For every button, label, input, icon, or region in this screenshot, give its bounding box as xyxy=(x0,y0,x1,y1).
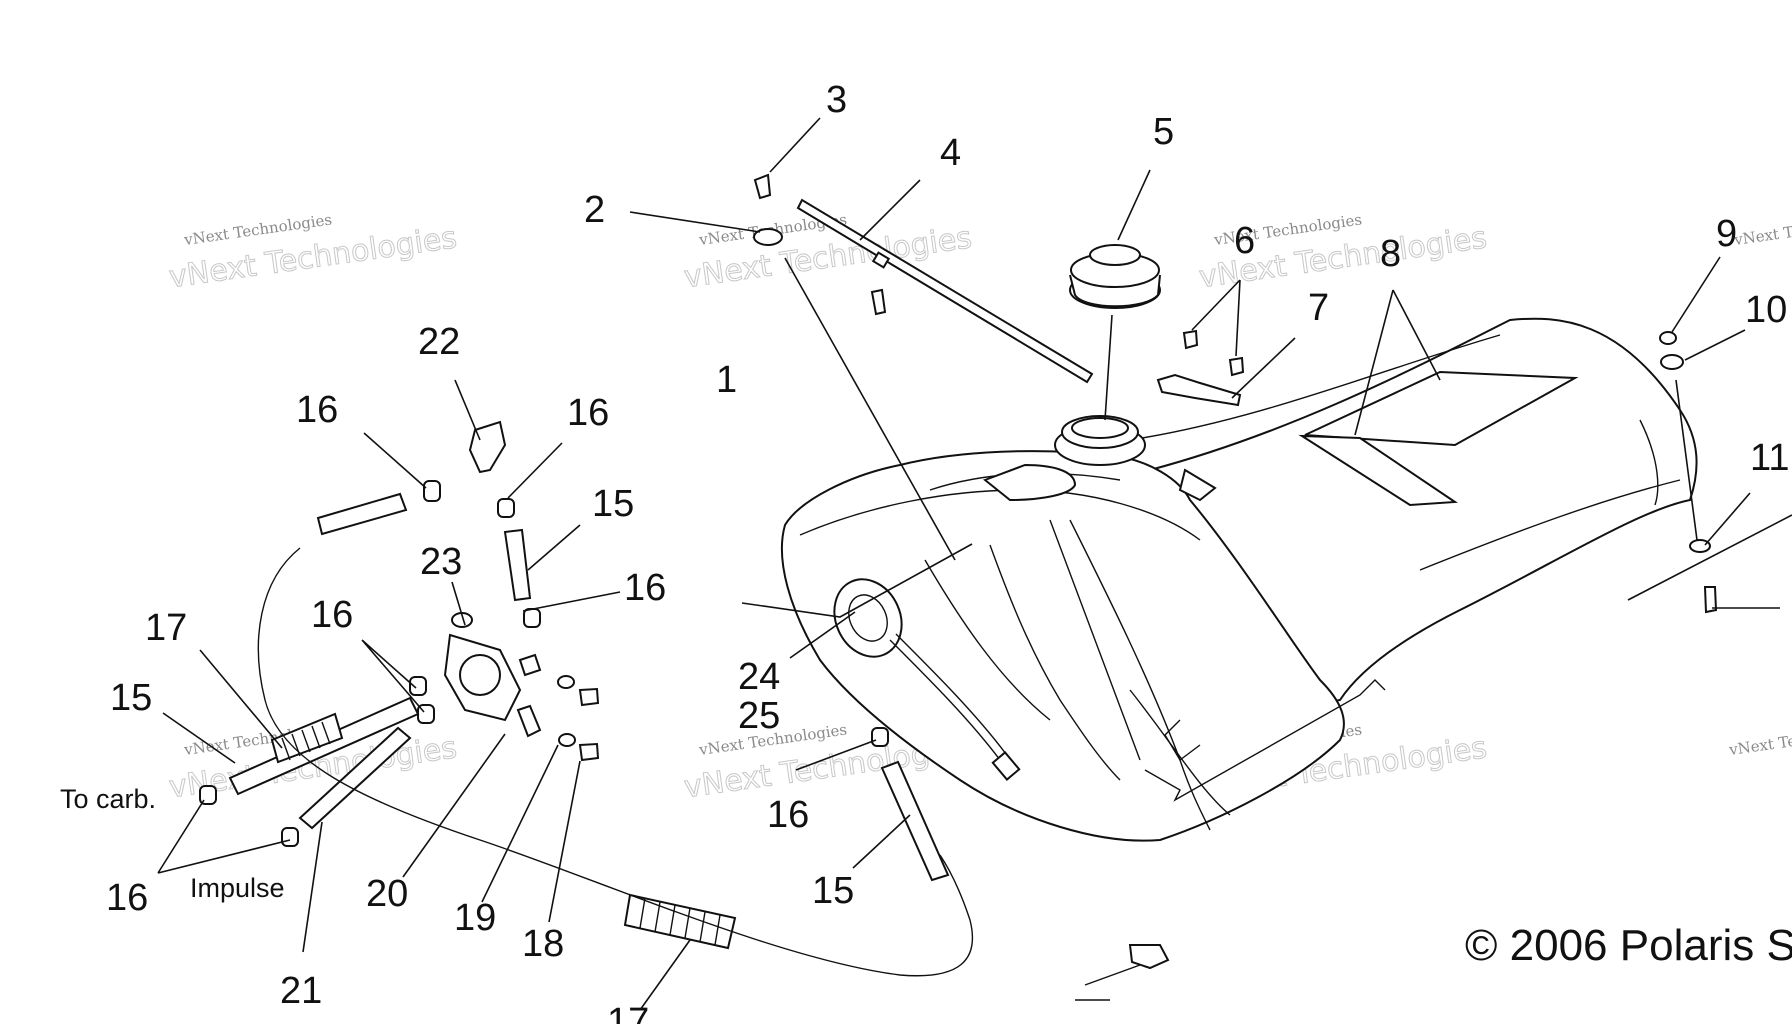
sender-flange xyxy=(833,578,903,658)
grommet xyxy=(753,228,783,246)
screw xyxy=(1182,329,1199,350)
pump-bracket xyxy=(516,704,542,738)
callout-16: 16 xyxy=(567,392,609,434)
note-impulse: Impulse xyxy=(190,873,285,903)
callout-17: 17 xyxy=(145,607,187,649)
small-parts xyxy=(199,173,1780,1001)
fuel-hose xyxy=(503,528,532,602)
decal-strip xyxy=(1298,434,1458,507)
callouts: 1 2 3 4 5 6 7 8 9 10 11 15 15 15 16 16 1… xyxy=(60,79,1792,1024)
fuel-tank xyxy=(780,317,1698,842)
screw xyxy=(1228,356,1245,377)
callout-15: 15 xyxy=(592,483,634,525)
hose-clamp xyxy=(871,727,889,747)
callout-17: 17 xyxy=(607,1001,649,1024)
callout-16: 16 xyxy=(311,594,353,636)
spring-sleeve xyxy=(623,893,737,950)
callout-21: 21 xyxy=(280,970,322,1012)
callout-9: 9 xyxy=(1716,213,1737,255)
hose-clamp xyxy=(199,785,217,805)
callout-22: 22 xyxy=(418,321,460,363)
watermark: vNext Technologies vNext Technologies xyxy=(167,210,460,295)
retainer-bracket xyxy=(1156,373,1242,407)
callout-24: 24 xyxy=(738,656,780,698)
copyright-notice: © 2006 Polaris S xyxy=(1465,921,1792,970)
svg-text:vNext Technologies: vNext Technologies xyxy=(1727,720,1792,759)
filler-cap xyxy=(1069,244,1161,309)
callout-10: 10 xyxy=(1745,289,1787,331)
hose-clamp xyxy=(409,676,427,696)
tank-body xyxy=(780,450,1345,842)
fuel-hose xyxy=(228,696,420,796)
tank-seat-section xyxy=(1148,317,1698,722)
fuel-valve xyxy=(468,420,507,474)
washer xyxy=(558,733,576,747)
callout-16: 16 xyxy=(624,567,666,609)
fuel-hose xyxy=(298,726,412,830)
callout-11: 11 xyxy=(1750,437,1789,479)
callout-19: 19 xyxy=(454,897,496,939)
vent-tube xyxy=(796,198,1094,384)
callout-8: 8 xyxy=(1380,233,1401,275)
impulse-line xyxy=(257,547,974,977)
callout-18: 18 xyxy=(522,923,564,965)
fuel-hose xyxy=(880,760,950,882)
callout-23: 23 xyxy=(420,541,462,583)
callout-3: 3 xyxy=(826,79,847,121)
bolt xyxy=(578,742,600,762)
watermark: vNext Technologies xyxy=(1727,720,1792,759)
callout-2: 2 xyxy=(584,189,605,231)
hose-clamp xyxy=(497,498,515,518)
callout-25: 25 xyxy=(738,695,780,737)
callout-16: 16 xyxy=(767,794,809,836)
washer xyxy=(1660,354,1684,370)
fuel-pump xyxy=(443,612,542,722)
callout-15: 15 xyxy=(110,677,152,719)
callout-5: 5 xyxy=(1153,111,1174,153)
vent-fitting xyxy=(753,173,772,200)
callout-6: 6 xyxy=(1234,220,1255,262)
callout-20: 20 xyxy=(366,873,408,915)
callout-7: 7 xyxy=(1308,287,1329,329)
spring-sleeve xyxy=(270,712,344,764)
hose-clamp xyxy=(523,608,541,628)
watermark: vNext Technologies xyxy=(1732,210,1792,249)
grommet xyxy=(1689,539,1711,553)
nut xyxy=(1659,331,1677,345)
washer xyxy=(557,675,575,689)
hose-clamp xyxy=(423,480,441,502)
decal-strip xyxy=(1304,370,1579,447)
callout-1: 1 xyxy=(716,359,737,401)
bolt xyxy=(1703,586,1718,614)
callout-4: 4 xyxy=(940,132,961,174)
callout-15: 15 xyxy=(812,870,854,912)
hose-clamp xyxy=(281,827,299,847)
svg-text:vNext Technologies: vNext Technologies xyxy=(1732,210,1792,249)
callout-16: 16 xyxy=(106,877,148,919)
callout-16: 16 xyxy=(296,389,338,431)
bolt xyxy=(578,687,600,707)
leader-lines xyxy=(157,117,1792,1011)
fuel-hose xyxy=(316,492,408,536)
note-to-carb: To carb. xyxy=(60,784,156,814)
